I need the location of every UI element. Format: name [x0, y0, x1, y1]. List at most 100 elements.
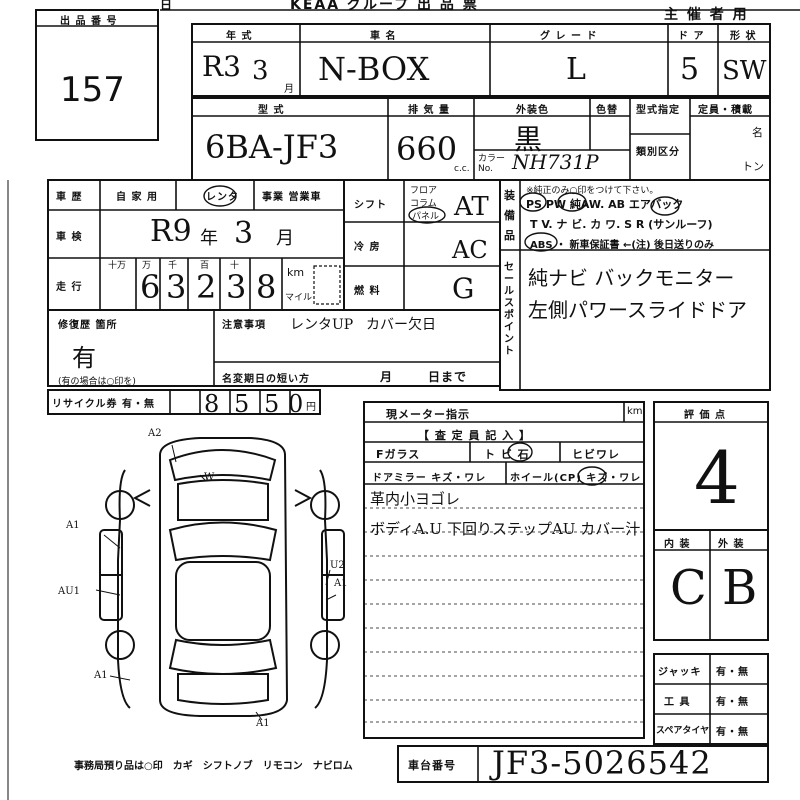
- inspection-expiry-label: 車 検: [56, 232, 83, 243]
- organizer-label: 主 催 者 用: [664, 7, 749, 23]
- mileage-digit-1k: 3: [166, 268, 187, 306]
- private-use-label: 自 家 用: [116, 192, 158, 203]
- inspection-year-unit: 年: [200, 228, 218, 249]
- sheet-title: KEAA グループ 出 品 票: [290, 0, 479, 13]
- car-name-label: 車 名: [370, 31, 397, 42]
- type-designation-label: 型式指定: [636, 105, 680, 116]
- mileage-digit-100: 2: [196, 268, 217, 306]
- air-conditioner: AC: [452, 236, 488, 264]
- load-unit: トン: [742, 160, 764, 173]
- inspection-month: 3: [234, 216, 254, 251]
- repair-history-label: 修復歴 箇所: [58, 320, 118, 331]
- digit-label-10: 十: [230, 261, 240, 271]
- damage-mark: U2: [330, 560, 345, 571]
- shift-type: AT: [454, 192, 489, 222]
- capacity-label: 定員・積載: [698, 105, 753, 116]
- spare-tire-choice: 有・無: [716, 727, 749, 738]
- name-change-month: 月: [380, 370, 394, 384]
- inspector-section-label: 【 査 定 員 記 入 】: [418, 429, 531, 442]
- meter-unit: km: [627, 406, 643, 417]
- category-label: 類別区分: [636, 147, 680, 158]
- shift-column-option: コラム: [410, 199, 437, 209]
- equipment-note: ※純正のみ○印をつけて下さい。: [526, 186, 659, 196]
- mileage-digit-10k: 6: [140, 268, 161, 306]
- air-conditioner-label: 冷 房: [354, 242, 381, 253]
- fuel-type: G: [452, 272, 475, 305]
- spare-tire-label: スペアタイヤ: [656, 726, 710, 736]
- repair-history: 有: [72, 344, 96, 372]
- name-change-label: 名変期日の短い方: [222, 374, 310, 385]
- business-use-label: 事業 営業車: [262, 192, 322, 203]
- grade-label: グ レ ー ド: [540, 31, 598, 42]
- recycle-digit-4: 0: [288, 390, 304, 418]
- car-name: N-BOX: [318, 50, 430, 88]
- office-items-note: 事務局預り品は○印 カギ シフトノブ リモコン ナビロム: [74, 761, 353, 772]
- month-unit: 月: [284, 84, 294, 95]
- sales-point-1: 純ナビ バックモニター: [528, 266, 735, 290]
- mileage-label: 走 行: [56, 282, 83, 293]
- fuel-label: 燃 料: [354, 286, 381, 297]
- km-unit: km: [287, 266, 305, 279]
- model-month: 3: [252, 56, 269, 86]
- overall-score: 4: [694, 436, 740, 520]
- door-count: 5: [680, 52, 700, 87]
- capacity-unit: 名: [752, 126, 763, 139]
- exterior-grade: B: [722, 560, 758, 616]
- cc-unit: c.c.: [454, 164, 470, 174]
- year-label: 年 式: [226, 31, 253, 42]
- name-change-day: 日まで: [428, 370, 468, 384]
- body-shape-label: 形 状: [730, 31, 757, 42]
- damage-mark: A1: [66, 520, 80, 531]
- vehicle-history-label: 車 歴: [56, 192, 83, 203]
- recycle-digit-1: 8: [204, 390, 220, 418]
- caution-note-1: レンタUP: [290, 317, 354, 333]
- damage-mark: A1: [334, 578, 348, 589]
- digit-label-1k: 千: [168, 261, 178, 271]
- interior-grade: C: [670, 560, 707, 616]
- tools-choice: 有・無: [716, 697, 749, 708]
- model-label: 型 式: [258, 105, 285, 116]
- meter-reading-label: 現メーター指示: [386, 408, 470, 421]
- inspection-year: R9: [150, 214, 192, 249]
- caution-label: 注意事項: [222, 320, 266, 331]
- equipment-line-1: PS PW 純AW. AB エアバック: [526, 198, 684, 211]
- color-number-label: カラー No.: [478, 154, 506, 174]
- wheel-label: ホイール(CP) キズ・ワレ: [510, 473, 642, 484]
- equipment-side-label: 装 備 品: [504, 189, 515, 242]
- jack-choice: 有・無: [716, 667, 749, 678]
- exterior-label: 外 装: [718, 539, 745, 550]
- rental-label: レンタ: [206, 192, 239, 203]
- front-glass-label: Fガラス: [376, 448, 421, 461]
- jack-label: ジャッキ: [658, 667, 702, 678]
- digit-label-10k: 万: [142, 261, 152, 271]
- car-diagram: [99, 437, 345, 717]
- mileage-digit-1: 8: [256, 268, 277, 306]
- crack-label: ヒビワレ: [572, 448, 620, 461]
- damage-mark: AU1: [58, 586, 81, 597]
- sales-point-label: セールスポイント: [504, 262, 514, 357]
- damage-mark: A2: [148, 428, 162, 439]
- equipment-line-3: ABS ・ 新車保証書 ←(注) 後日送りのみ: [530, 240, 715, 251]
- stone-chip-label: ト ビ 石: [484, 448, 530, 461]
- inspector-note-2: ボディA.U 下回りステップAU カバー汁: [370, 520, 641, 538]
- digit-label-100: 百: [200, 261, 210, 271]
- exterior-color-label: 外装色: [516, 105, 549, 116]
- header-fragment: 日: [160, 0, 173, 12]
- color-change-label: 色替: [596, 105, 618, 116]
- damage-mark: A1: [256, 718, 270, 729]
- repair-note: (有の場合は○印を): [58, 377, 136, 387]
- lot-number: 157: [60, 70, 125, 110]
- lot-number-label: 出 品 番 号: [60, 16, 118, 27]
- chassis-number-label: 車台番号: [408, 759, 456, 772]
- interior-label: 内 装: [664, 539, 691, 550]
- recycle-unit: 円: [306, 402, 316, 413]
- shift-panel-option: パネル: [412, 212, 440, 222]
- body-shape: SW: [722, 56, 767, 86]
- mile-unit: マイル: [285, 293, 313, 303]
- damage-mark: A1: [94, 670, 108, 681]
- door-label: ド ア: [678, 31, 705, 42]
- tools-label: 工 具: [664, 697, 691, 708]
- mileage-digit-10: 3: [226, 268, 247, 306]
- shift-label: シフト: [354, 200, 387, 211]
